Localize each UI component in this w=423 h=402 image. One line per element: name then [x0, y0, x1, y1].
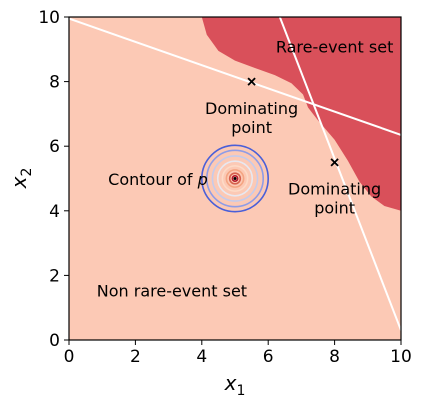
y-tick-label: 2 [49, 266, 60, 286]
density-contour-1 [231, 175, 239, 182]
density-contour-4 [221, 165, 249, 192]
y-ticks: 0 2 4 6 8 10 [38, 8, 69, 351]
dominating-point-marker-2 [330, 158, 339, 167]
density-label: Contour of p [108, 170, 208, 189]
density-contour-6 [211, 155, 259, 202]
dominating-point-marker-1 [247, 77, 256, 86]
region-annotation-2: Non rare-event set [97, 281, 247, 300]
marker-stroke-b [330, 158, 339, 167]
y-tick-label: 8 [49, 73, 60, 93]
density-label-prefix: Contour of [108, 170, 197, 189]
y-tick-label: 6 [49, 137, 60, 157]
plot-frame [68, 16, 402, 341]
x-tick-label: 2 [130, 347, 141, 367]
y-tick-label: 4 [49, 202, 60, 222]
y-axis-label: x2 [7, 168, 35, 190]
label-line: Dominating [205, 99, 298, 118]
density-contour-7 [205, 149, 265, 208]
density-contour-2 [228, 172, 242, 185]
density-contour-3 [225, 169, 245, 188]
label-line: Dominating [288, 180, 381, 199]
x-tick-label: 8 [329, 347, 340, 367]
x-tick-label: 6 [263, 347, 274, 367]
marker-stroke-b [247, 77, 256, 86]
x-tick-label: 0 [64, 347, 75, 367]
tangent-lines [68, 16, 402, 331]
rare-event-region [201, 17, 401, 211]
label-line: point [314, 199, 355, 218]
density-contour-8 [201, 144, 270, 213]
tangent-line-2 [278, 16, 402, 331]
density-contour-5 [216, 160, 254, 197]
density-contours [201, 144, 270, 213]
dominating-points [247, 77, 339, 167]
density-center-dot [233, 177, 237, 180]
x-axis-label: x1 [224, 371, 246, 399]
x-tick-label: 10 [390, 347, 412, 367]
region-annotation-1: Rare-event set [276, 38, 394, 57]
y-tick-label: 0 [49, 331, 60, 351]
label-line: point [231, 118, 272, 137]
density-label-symbol: p [197, 170, 208, 189]
x-ticks: 0 2 4 6 8 10 [64, 340, 412, 367]
tangent-line-1 [68, 17, 402, 136]
x-tick-label: 4 [196, 347, 207, 367]
density-label-text: Contour of p [108, 170, 208, 189]
y-tick-label: 10 [38, 8, 60, 28]
